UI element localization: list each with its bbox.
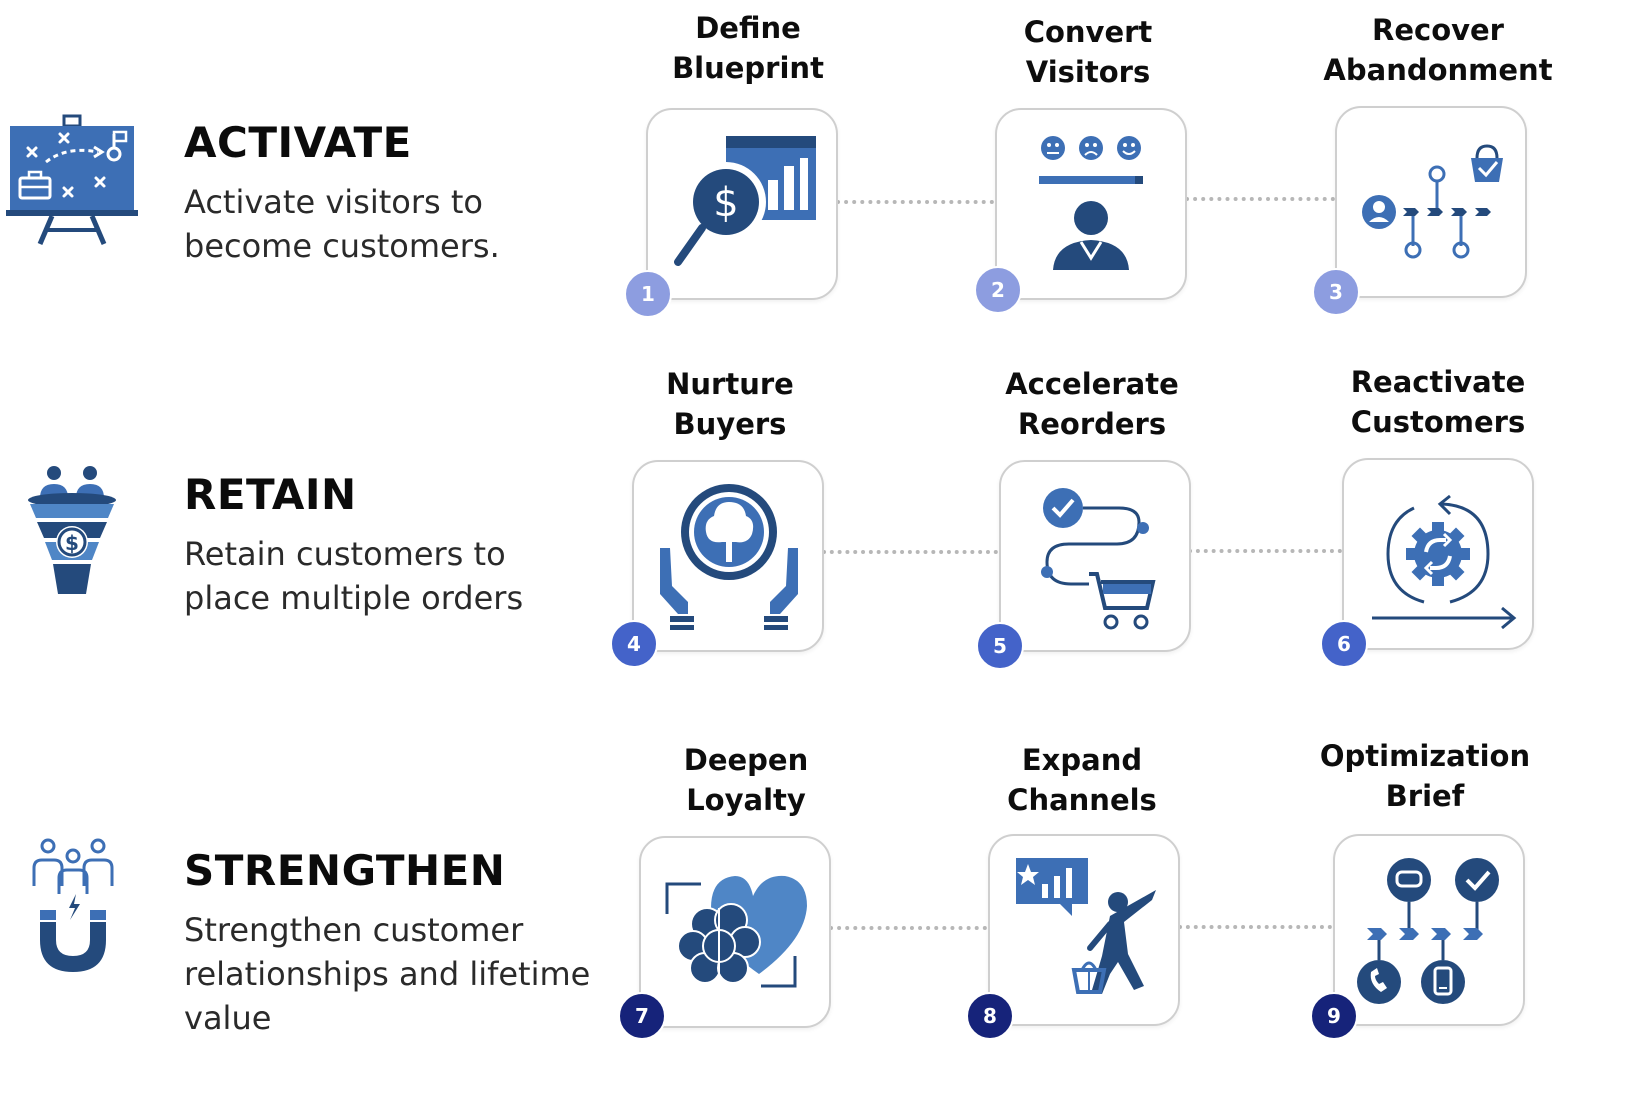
connector-4-5	[822, 550, 998, 554]
brain-heart-icon	[665, 875, 807, 988]
step-badge-6: 6	[1320, 620, 1368, 668]
svg-text:$: $	[65, 531, 79, 555]
step-badge-4: 4	[610, 620, 658, 668]
stage-description-retain: Retain customers to place multiple order…	[184, 535, 524, 617]
stage-title-activate: ACTIVATE	[184, 118, 412, 167]
strategy-board-icon	[6, 112, 138, 248]
step-label-accelerate-reorders: Accelerate Reorders	[1005, 367, 1179, 441]
step-card-define-blueprint[interactable]: $	[646, 108, 838, 300]
connector-1-2	[836, 200, 994, 204]
hands-tree-icon	[660, 484, 798, 630]
shopper-rating-icon	[1016, 858, 1156, 994]
step-label-define-blueprint: Define Blueprint	[672, 11, 824, 85]
step-card-convert-visitors[interactable]	[995, 108, 1187, 300]
step-card-optimization-brief[interactable]	[1333, 834, 1525, 1026]
money-funnel-icon: $	[24, 462, 120, 598]
step-badge-7: 7	[618, 992, 666, 1040]
step-card-accelerate-reorders[interactable]	[999, 460, 1191, 652]
connector-5-6	[1188, 549, 1342, 553]
svg-text:$: $	[713, 180, 738, 226]
step-label-recover-abandonment: Recover Abandonment	[1323, 13, 1553, 87]
channel-flow-icon	[1357, 858, 1499, 1004]
step-card-nurture-buyers[interactable]	[632, 460, 824, 652]
step-label-deepen-loyalty: Deepen Loyalty	[683, 743, 809, 817]
stage-description-strengthen: Strengthen customer relationships and li…	[184, 911, 591, 1037]
reorder-path-cart-icon	[1041, 488, 1156, 630]
step-label-expand-channels: Expand Channels	[1007, 743, 1157, 817]
step-badge-3: 3	[1312, 268, 1360, 316]
connector-2-3	[1185, 197, 1335, 201]
connector-7-8	[829, 926, 987, 930]
stage-description-activate: Activate visitors to become customers.	[184, 183, 500, 265]
dollar-search-chart-icon: $	[674, 136, 816, 266]
gear-cycle-icon	[1372, 494, 1517, 630]
step-label-convert-visitors: Convert Visitors	[1023, 15, 1153, 89]
step-badge-5: 5	[976, 622, 1024, 670]
step-badge-1: 1	[624, 270, 672, 318]
stage-title-retain: RETAIN	[184, 470, 357, 519]
step-badge-2: 2	[974, 266, 1022, 314]
step-card-reactivate-customers[interactable]	[1342, 458, 1534, 650]
step-badge-9: 9	[1310, 992, 1358, 1040]
cart-journey-icon	[1362, 144, 1503, 259]
step-card-expand-channels[interactable]	[988, 834, 1180, 1026]
customer-feedback-icon	[1039, 136, 1143, 270]
step-card-deepen-loyalty[interactable]	[639, 836, 831, 1028]
magnet-people-icon	[26, 836, 120, 978]
connector-8-9	[1178, 925, 1332, 929]
step-label-nurture-buyers: Nurture Buyers	[666, 367, 794, 441]
stage-title-strengthen: STRENGTHEN	[184, 846, 506, 895]
step-label-reactivate-customers: Reactivate Customers	[1350, 365, 1526, 439]
step-badge-8: 8	[966, 992, 1014, 1040]
step-label-optimization-brief: Optimization Brief	[1319, 739, 1531, 813]
step-card-recover-abandonment[interactable]	[1335, 106, 1527, 298]
